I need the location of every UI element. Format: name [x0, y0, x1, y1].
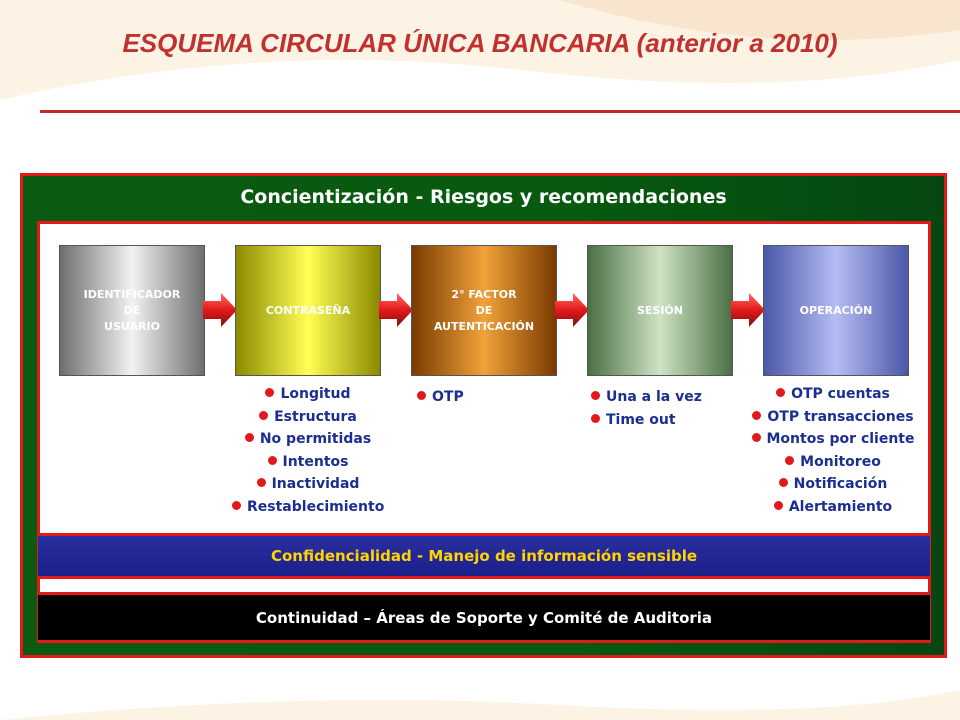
list-operacion: OTP cuentas OTP transacciones Montos por…	[744, 383, 922, 518]
bullet-dot-icon	[232, 500, 241, 510]
bullet-dot-icon	[773, 500, 783, 510]
bullet-dot-icon	[591, 391, 600, 400]
list-item: Una a la vez	[591, 386, 702, 409]
box-label-line: USUARIO	[104, 319, 160, 333]
bullet-dot-icon	[778, 478, 788, 487]
box-label-line: 2° FACTOR	[451, 287, 517, 301]
list-item: No permitidas	[232, 428, 384, 451]
list-item: Montos por cliente	[744, 428, 922, 451]
list-item: OTP transacciones	[744, 406, 922, 429]
outer-frame-title: Concientización - Riesgos y recomendacio…	[240, 186, 727, 208]
box-label-line: OPERACIÓN	[799, 303, 873, 317]
list-item: Notificación	[744, 473, 922, 496]
box-sesion: SESIÓN	[587, 245, 733, 376]
bullet-dot-icon	[256, 478, 266, 487]
title-divider	[40, 110, 960, 113]
box-label-line: CONTRASEÑA	[265, 303, 351, 317]
box-label-line: DE	[475, 303, 493, 317]
list-item: Time out	[591, 409, 702, 432]
bullet-dot-icon	[259, 410, 269, 420]
list-contrasena: Longitud Estructura No permitidas Intent…	[232, 383, 384, 518]
box-label-line: DE	[123, 303, 141, 317]
list-segundo-factor: OTP	[417, 386, 464, 409]
list-item: OTP	[417, 386, 464, 409]
arrow-right-icon	[203, 293, 237, 327]
box-identificador-usuario: IDENTIFICADOR DE USUARIO	[59, 245, 205, 376]
list-item: Estructura	[232, 406, 384, 429]
bullet-dot-icon	[752, 410, 762, 420]
bullet-dot-icon	[244, 433, 254, 442]
list-item: Intentos	[232, 451, 384, 474]
bullet-dot-icon	[751, 433, 761, 442]
bullet-dot-icon	[591, 413, 600, 423]
list-item: OTP cuentas	[744, 383, 922, 406]
list-sesion: Una a la vez Time out	[591, 386, 702, 431]
box-label-line: IDENTIFICADOR	[83, 287, 181, 301]
confidencialidad-band: Confidencialidad - Manejo de información…	[38, 533, 930, 579]
box-label-line: AUTENTICACIÓN	[433, 319, 535, 333]
bullet-dot-icon	[776, 388, 786, 397]
list-item: Alertamiento	[744, 496, 922, 519]
bullet-dot-icon	[267, 455, 277, 465]
box-segundo-factor: 2° FACTOR DE AUTENTICACIÓN	[411, 245, 557, 376]
arrow-right-icon	[555, 293, 589, 327]
box-contrasena: CONTRASEÑA	[235, 245, 381, 376]
box-label-line: SESIÓN	[636, 303, 683, 317]
bullet-dot-icon	[265, 388, 275, 397]
bullet-dot-icon	[785, 455, 795, 465]
bullet-dot-icon	[417, 391, 426, 400]
page-title: ESQUEMA CIRCULAR ÚNICA BANCARIA (anterio…	[122, 28, 838, 58]
list-item: Restablecimiento	[232, 496, 384, 519]
list-item: Monitoreo	[744, 451, 922, 474]
list-item: Longitud	[232, 383, 384, 406]
box-operacion: OPERACIÓN	[763, 245, 909, 376]
arrow-right-icon	[379, 293, 413, 327]
arrow-right-icon	[731, 293, 765, 327]
continuidad-band: Continuidad – Áreas de Soporte y Comité …	[38, 592, 930, 640]
list-item: Inactividad	[232, 473, 384, 496]
